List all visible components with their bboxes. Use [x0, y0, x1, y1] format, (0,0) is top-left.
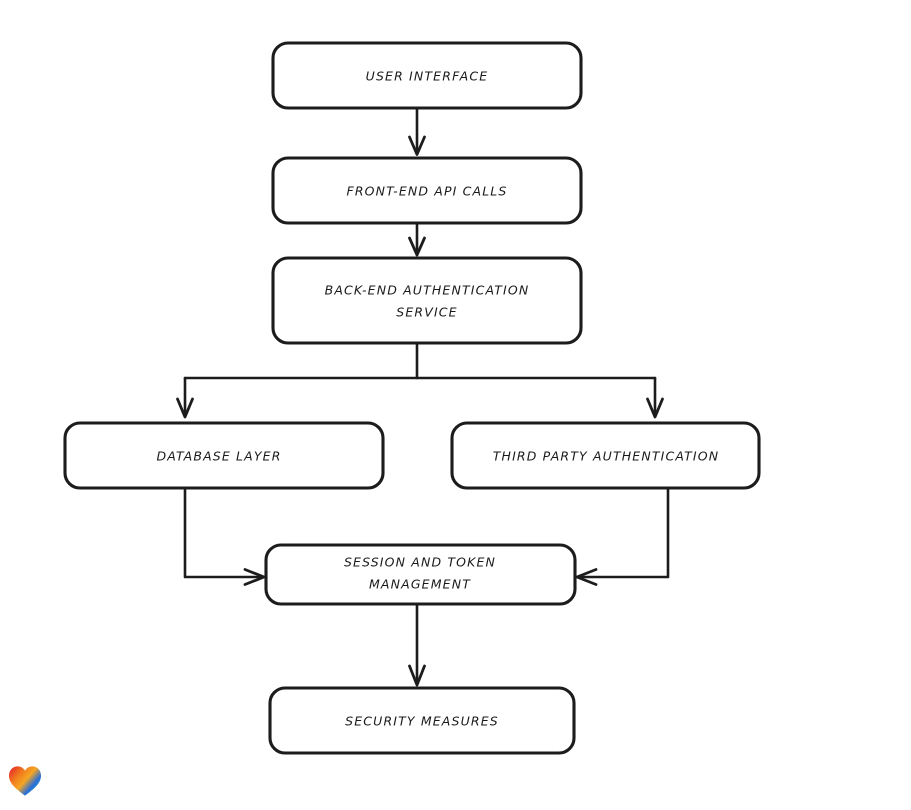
node-user-interface[interactable]: USER INTERFACE — [271, 41, 583, 110]
heart-icon — [9, 766, 41, 796]
node-security-measures-shape[interactable] — [268, 686, 576, 755]
node-session-and-token-management[interactable]: SESSION AND TOKEN MANAGEMENT — [264, 543, 577, 606]
edge-ui-to-frontend — [408, 107, 426, 156]
node-user-interface-label: USER INTERFACE — [366, 69, 489, 84]
node-layer: USER INTERFACE FRONT-END API CALLS BACK-… — [63, 41, 761, 755]
node-database-layer-shape[interactable] — [63, 421, 385, 490]
node-front-end-api-calls-shape[interactable] — [271, 156, 583, 225]
node-session-and-token-management-label-line2: MANAGEMENT — [369, 577, 471, 592]
node-front-end-api-calls[interactable]: FRONT-END API CALLS — [271, 156, 583, 225]
edge-layer — [176, 107, 670, 687]
node-back-end-auth-service-label-line2: SERVICE — [396, 305, 457, 320]
node-security-measures-label: SECURITY MEASURES — [345, 714, 499, 729]
edge-backend-to-thirdparty — [646, 376, 664, 419]
edge-thirdparty-to-session — [575, 487, 670, 586]
node-third-party-authentication-shape[interactable] — [450, 421, 761, 490]
node-session-and-token-management-label-line1: SESSION AND TOKEN — [344, 555, 496, 570]
edge-database-to-session — [183, 487, 266, 586]
node-session-and-token-management-shape[interactable] — [264, 543, 577, 606]
node-third-party-authentication-label: THIRD PARTY AUTHENTICATION — [493, 449, 720, 464]
node-database-layer[interactable]: DATABASE LAYER — [63, 421, 385, 490]
edge-backend-split-bus — [183, 342, 657, 380]
node-database-layer-label: DATABASE LAYER — [156, 449, 281, 464]
edge-session-to-security — [408, 603, 426, 687]
node-back-end-auth-service-label-line1: BACK-END AUTHENTICATION — [325, 283, 530, 298]
node-back-end-auth-service-shape[interactable] — [271, 256, 583, 345]
edge-frontend-to-backend — [408, 222, 426, 257]
node-user-interface-shape[interactable] — [271, 41, 583, 110]
node-security-measures[interactable]: SECURITY MEASURES — [268, 686, 576, 755]
node-third-party-authentication[interactable]: THIRD PARTY AUTHENTICATION — [450, 421, 761, 490]
node-back-end-auth-service[interactable]: BACK-END AUTHENTICATION SERVICE — [271, 256, 583, 345]
edge-backend-to-database — [176, 376, 194, 419]
node-front-end-api-calls-label: FRONT-END API CALLS — [346, 184, 507, 199]
